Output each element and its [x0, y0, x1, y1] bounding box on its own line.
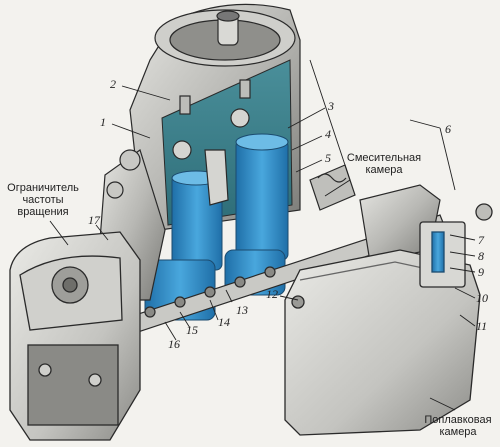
- callout-11: 11: [476, 319, 487, 333]
- callout-13: 13: [236, 303, 248, 317]
- float-chamber-label-line2: камера: [439, 426, 477, 438]
- leader-lines: [49, 59, 476, 411]
- rpm-limiter-label: Ограничитель частоты вращения: [4, 182, 82, 218]
- float-chamber-label: Поплавковая камера: [420, 414, 496, 438]
- mixing-chamber-label-line1: Смесительная: [346, 152, 422, 164]
- mixing-chamber-label: Смесительная камера: [343, 152, 425, 176]
- rpm-limiter-label-line1: Ограничитель: [7, 182, 79, 194]
- callout-9: 9: [478, 265, 484, 279]
- callout-1: 1: [100, 115, 106, 129]
- rpm-limiter-label-line3: вращения: [17, 206, 69, 218]
- float-chamber: [284, 203, 493, 436]
- callout-3: 3: [327, 99, 334, 113]
- callout-12: 12: [266, 287, 278, 301]
- callout-6: 6: [445, 122, 451, 136]
- callout-5: 5: [325, 151, 331, 165]
- callout-14: 14: [218, 315, 230, 329]
- callout-2: 2: [110, 77, 116, 91]
- callout-16: 16: [168, 337, 180, 351]
- callout-17: 17: [88, 213, 101, 227]
- callout-numbers: 1 2 3 4 5 6 7 8 9 10 11 12 13 14 15 16 1…: [88, 77, 488, 351]
- mixing-chamber-label-line2: камера: [365, 164, 403, 176]
- rpm-limiter-label-line2: частоты: [22, 194, 64, 206]
- callout-8: 8: [478, 249, 484, 263]
- callout-15: 15: [186, 323, 198, 337]
- callout-7: 7: [478, 233, 485, 247]
- internal-mechanism: [172, 79, 251, 206]
- float-chamber-label-line1: Поплавковая: [424, 414, 492, 426]
- rpm-limiter-housing: [9, 231, 141, 441]
- callout-4: 4: [325, 127, 331, 141]
- callout-10: 10: [476, 291, 488, 305]
